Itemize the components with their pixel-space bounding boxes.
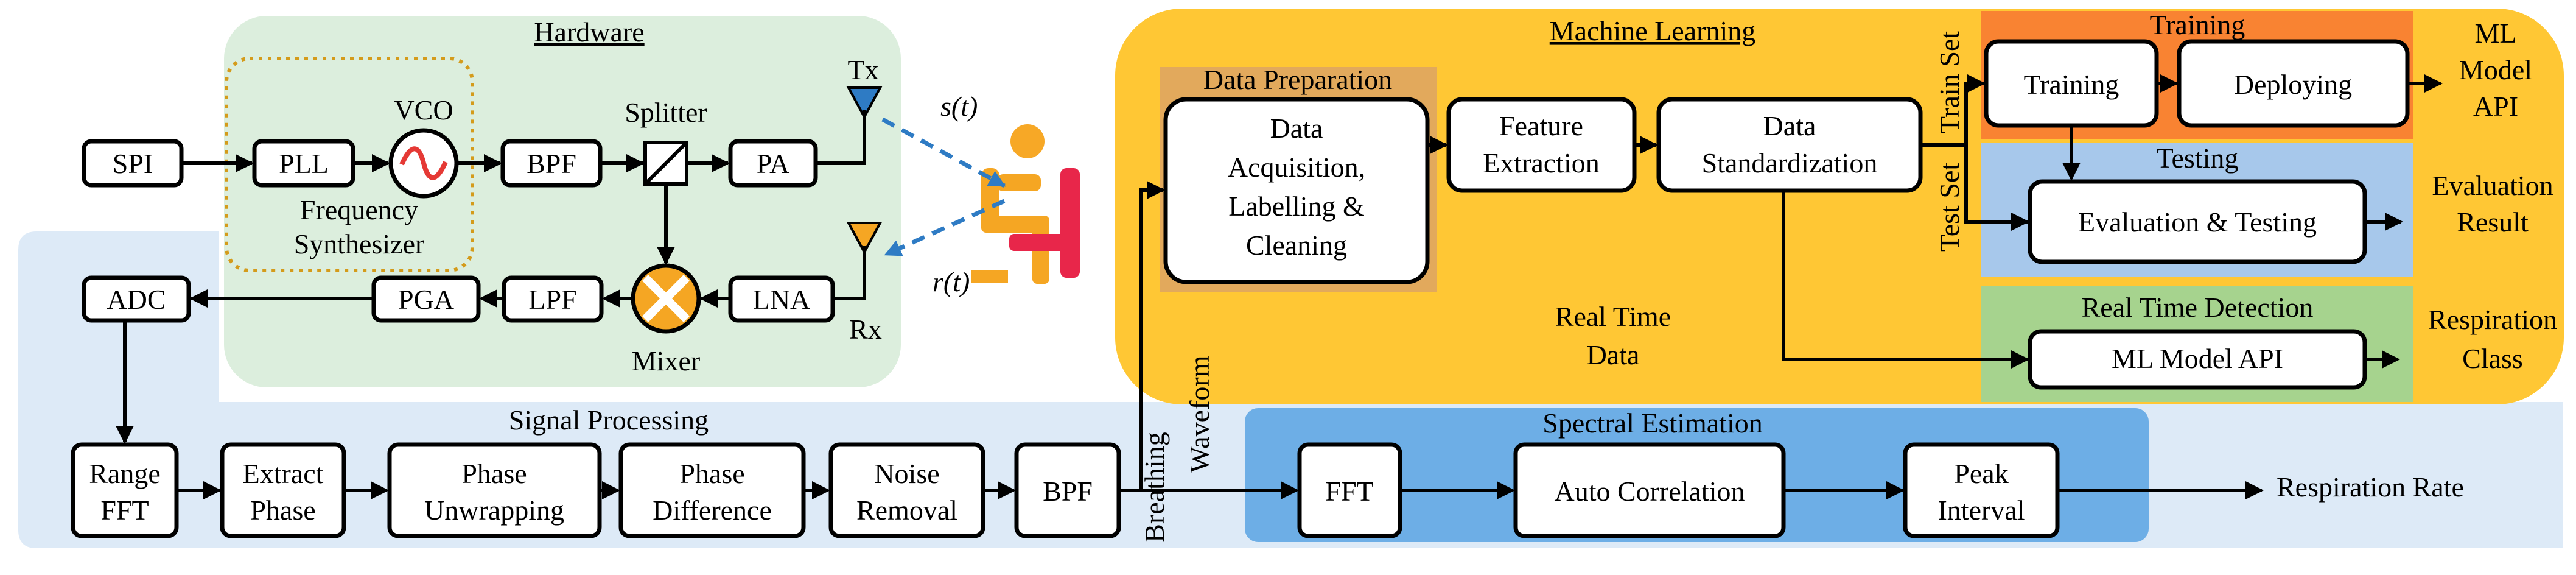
spectral-estimation-title: Spectral Estimation: [1542, 407, 1763, 439]
ml-model-api-out-label-3: API: [2473, 91, 2518, 122]
waveform-label: Waveform: [1184, 355, 1215, 473]
data-standardization-label-2: Standardization: [1702, 147, 1878, 178]
data-acquisition-label-3: Labelling &: [1228, 191, 1365, 222]
evaluation-result-label-2: Result: [2457, 206, 2529, 238]
sine-wave-icon: [399, 146, 448, 180]
antenna-icon-tx: [846, 86, 883, 120]
phase-unwrapping-label-2: Unwrapping: [424, 495, 564, 526]
adc-label: ADC: [107, 284, 166, 315]
training-title: Training: [2150, 9, 2245, 40]
arrow-test-set: [1964, 145, 2029, 231]
mixer-label: Mixer: [632, 345, 700, 376]
vco-label: VCO: [394, 94, 453, 125]
test-set-label: Test Set: [1934, 163, 1965, 252]
peak-interval-label-1: Peak: [1954, 458, 2008, 489]
data-acquisition-label-2: Acquisition,: [1228, 152, 1365, 183]
tx-label: Tx: [847, 54, 878, 85]
real-time-data-label-1: Real Time: [1555, 301, 1671, 332]
ml-model-api-label: ML Model API: [2112, 343, 2283, 374]
noise-removal-label-2: Removal: [856, 495, 957, 526]
feature-extraction-label-2: Extraction: [1483, 147, 1600, 178]
noise-removal-label-1: Noise: [874, 458, 939, 489]
range-fft-label-2: FFT: [100, 495, 149, 526]
s-t-label: s(t): [940, 91, 978, 122]
rx-label: Rx: [849, 314, 882, 345]
splitter-label: Splitter: [625, 97, 707, 128]
respiration-rate-label: Respiration Rate: [2277, 471, 2464, 503]
extract-phase-label-1: Extract: [243, 458, 324, 489]
testing-title: Testing: [2157, 143, 2239, 174]
arrow-train-set: [1964, 74, 1986, 145]
pll-label: PLL: [279, 148, 329, 179]
extract-phase-label-2: Phase: [250, 495, 315, 526]
person-in-chair-icon: [971, 124, 1080, 284]
real-time-data-label-2: Data: [1587, 339, 1640, 370]
signal-processing-title: Signal Processing: [509, 404, 709, 436]
ml-model-api-out-label-2: Model: [2459, 54, 2532, 85]
r-t-label: r(t): [933, 266, 970, 297]
mixer-cross-icon: [642, 275, 690, 322]
train-set-label: Train Set: [1934, 31, 1965, 133]
machine-learning-title: Machine Learning: [1550, 15, 1755, 46]
antenna-icon-rx: [846, 222, 883, 255]
lpf-label: LPF: [528, 284, 576, 315]
deploying-label: Deploying: [2234, 69, 2352, 100]
auto-correlation-label: Auto Correlation: [1555, 476, 1745, 507]
arrow-realtime-data: [1782, 191, 2029, 369]
peak-interval-label-2: Interval: [1937, 495, 2025, 526]
real-time-detection-title: Real Time Detection: [2082, 292, 2314, 323]
bpf-hw-label: BPF: [527, 148, 576, 179]
data-acquisition-label-1: Data: [1270, 113, 1323, 144]
bpf-sp-label: BPF: [1043, 476, 1093, 507]
respiration-class-label-1: Respiration: [2428, 304, 2557, 335]
adc-block: [82, 275, 191, 323]
phase-difference-label-1: Phase: [679, 458, 744, 489]
frequency-synthesizer-label-1: Frequency: [300, 194, 418, 225]
training-block-label: Training: [2024, 69, 2119, 100]
dashed-tx-person: [881, 117, 1006, 188]
pa-label: PA: [757, 148, 790, 179]
respiration-class-label-2: Class: [2462, 343, 2523, 374]
hardware-title: Hardware: [534, 16, 644, 48]
phase-unwrapping-label-1: Phase: [461, 458, 527, 489]
ml-model-api-out-label-1: ML: [2475, 18, 2517, 49]
evaluation-result-label-1: Evaluation: [2432, 170, 2553, 201]
spi-label: SPI: [113, 148, 153, 179]
breathing-label: Breathing: [1139, 432, 1170, 542]
pga-label: PGA: [398, 284, 454, 315]
feature-extraction-label-1: Feature: [1499, 110, 1583, 141]
range-fft-label-1: Range: [89, 458, 161, 489]
evaluation-testing-label: Evaluation & Testing: [2078, 206, 2317, 238]
fft-label: FFT: [1325, 476, 1373, 507]
data-preparation-title: Data Preparation: [1203, 64, 1392, 95]
data-standardization-label-1: Data: [1763, 110, 1816, 141]
lna-label: LNA: [753, 284, 811, 315]
phase-difference-label-2: Difference: [653, 495, 772, 526]
breathing-waveform-to-data-prep: [1119, 181, 1165, 492]
data-acquisition-block: [1163, 97, 1430, 284]
frequency-synthesizer-label-2: Synthesizer: [294, 228, 425, 259]
data-acquisition-label-4: Cleaning: [1246, 230, 1347, 261]
splitter-icon: [643, 141, 688, 186]
